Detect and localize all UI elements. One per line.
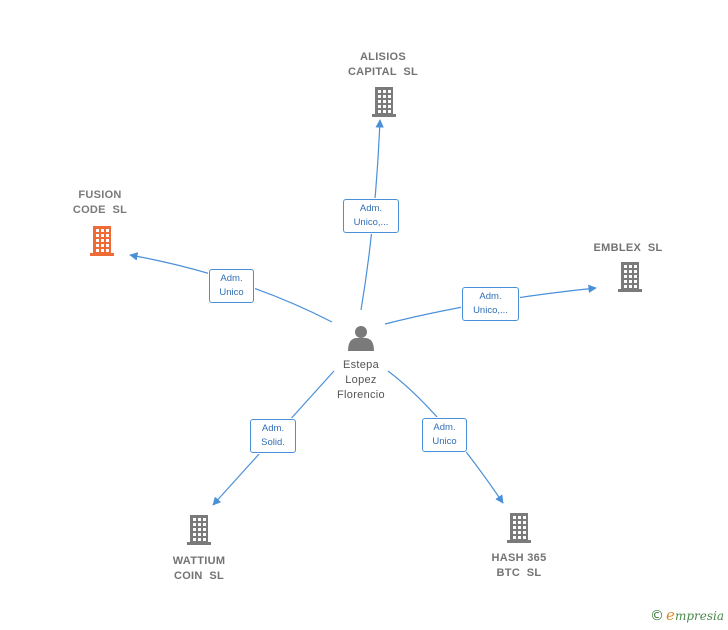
empresia-logo[interactable]: ©empresia bbox=[650, 606, 724, 624]
role-line: Adm. bbox=[220, 273, 243, 284]
role-line: Unico,... bbox=[353, 217, 389, 228]
role-label-alisios[interactable]: Adm. Unico,... bbox=[343, 199, 399, 233]
role-line: Adm. bbox=[261, 423, 285, 434]
role-label-hash[interactable]: Adm. Unico bbox=[422, 418, 467, 452]
company-name-alisios[interactable]: ALISIOS CAPITAL SL bbox=[347, 51, 419, 78]
building-icon[interactable] bbox=[90, 226, 114, 256]
role-label-emblex[interactable]: Adm. Unico,... bbox=[462, 287, 519, 321]
role-line: Solid. bbox=[261, 437, 285, 448]
role-line: Unico bbox=[219, 287, 244, 298]
building-icon[interactable] bbox=[187, 515, 211, 545]
person-icon[interactable] bbox=[348, 326, 374, 351]
company-name-emblex[interactable]: EMBLEX SL bbox=[593, 242, 663, 254]
role-line: Adm. bbox=[359, 203, 383, 214]
building-icon[interactable] bbox=[507, 513, 531, 543]
brand-name: mpresia bbox=[674, 609, 724, 623]
company-name-hash[interactable]: HASH 365 BTC SL bbox=[491, 552, 547, 579]
person-name[interactable]: Estepa Lopez Florencio bbox=[337, 359, 385, 401]
role-line: Adm. bbox=[479, 291, 502, 302]
copyright-symbol: © bbox=[650, 608, 665, 624]
building-icon[interactable] bbox=[372, 87, 396, 117]
building-icon[interactable] bbox=[618, 262, 642, 292]
company-name-wattium[interactable]: WATTIUM COIN SL bbox=[172, 555, 226, 582]
role-line: Unico bbox=[432, 436, 457, 447]
role-line: Unico,... bbox=[473, 305, 508, 316]
brand-initial: e bbox=[666, 606, 675, 624]
role-label-fusion[interactable]: Adm. Unico bbox=[209, 269, 254, 303]
role-line: Adm. bbox=[433, 422, 456, 433]
company-name-fusion[interactable]: FUSION CODE SL bbox=[72, 189, 128, 216]
role-label-wattium[interactable]: Adm. Solid. bbox=[250, 419, 296, 453]
